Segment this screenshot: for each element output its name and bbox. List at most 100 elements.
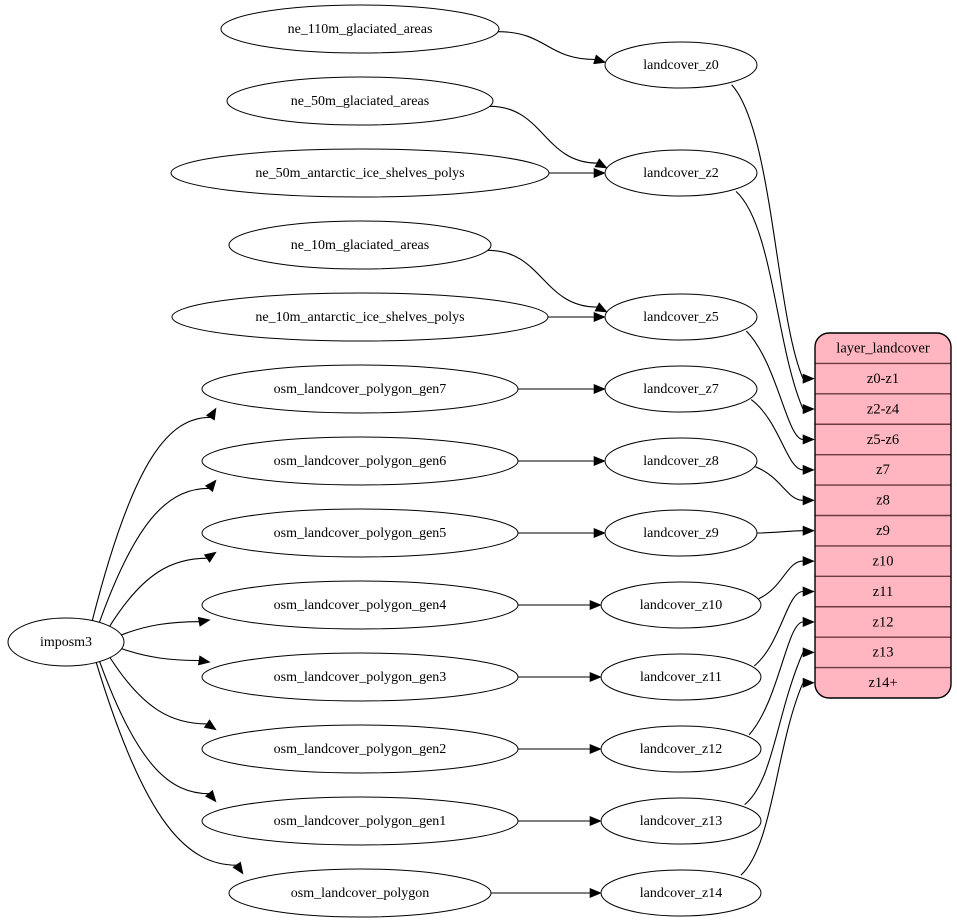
table-row-z7[interactable] <box>815 455 951 485</box>
edge-landcover_z13-to-layer_landcover_z13 <box>744 652 804 806</box>
arrow-head <box>589 599 602 611</box>
landcover-ellipse <box>604 365 758 413</box>
edge-imposm3-to-osm_landcover_polygon_gen5 <box>108 557 208 628</box>
input-ellipse <box>226 76 494 126</box>
arrow-head <box>593 455 606 467</box>
node-ne_10m_antarctic_ice_shelves_polys[interactable]: ne_10m_antarctic_ice_shelves_polys <box>171 292 549 342</box>
input-ellipse <box>201 436 519 486</box>
arrow-head <box>593 527 606 539</box>
edge-imposm3-to-osm_landcover_polygon <box>95 661 238 866</box>
landcover-ellipse <box>600 725 762 773</box>
node-ne_110m_glaciated_areas[interactable]: ne_110m_glaciated_areas <box>220 4 500 54</box>
node-osm_landcover_polygon_gen4[interactable]: osm_landcover_polygon_gen4 <box>201 580 519 630</box>
edge-landcover_z0-to-layer_landcover_z0-z1 <box>731 84 804 379</box>
node-landcover_z12[interactable]: landcover_z12 <box>600 725 762 773</box>
node-landcover_z14[interactable]: landcover_z14 <box>600 869 762 917</box>
source-ellipse <box>7 617 125 667</box>
input-ellipse <box>201 652 519 702</box>
arrow-head <box>802 647 815 658</box>
arrow-head <box>197 655 211 666</box>
arrow-head <box>589 815 602 827</box>
arrow-head <box>802 464 815 475</box>
arrow-head <box>593 167 606 179</box>
arrow-head <box>232 861 244 875</box>
edge-imposm3-to-osm_landcover_polygon_gen2 <box>108 656 208 725</box>
table-row-z11[interactable] <box>815 576 951 606</box>
arrow-head <box>589 671 602 683</box>
landcover-ellipse <box>600 653 762 701</box>
edge-ne_10m_glaciated_areas-to-landcover_z5 <box>487 249 598 308</box>
node-landcover_z2[interactable]: landcover_z2 <box>604 149 758 197</box>
table-row-z13[interactable] <box>815 637 951 667</box>
edge-imposm3-to-osm_landcover_polygon_gen7 <box>91 416 211 622</box>
input-ellipse <box>201 796 519 846</box>
input-ellipse <box>171 292 549 342</box>
table-row-z12[interactable] <box>815 607 951 637</box>
node-landcover_z11[interactable]: landcover_z11 <box>600 653 762 701</box>
arrow-head <box>203 719 217 731</box>
node-ne_50m_antarctic_ice_shelves_polys[interactable]: ne_50m_antarctic_ice_shelves_polys <box>170 148 550 198</box>
node-landcover_z9[interactable]: landcover_z9 <box>604 509 758 557</box>
edge-landcover_z11-to-layer_landcover_z11 <box>753 590 804 667</box>
edge-ne_110m_glaciated_areas-to-landcover_z0 <box>498 31 596 61</box>
edge-landcover_z2-to-layer_landcover_z2-z4 <box>735 190 804 410</box>
input-ellipse <box>228 220 492 270</box>
node-landcover_z10[interactable]: landcover_z10 <box>600 581 762 629</box>
node-landcover_z13[interactable]: landcover_z13 <box>600 797 762 845</box>
table-row-z0-z1[interactable] <box>815 363 951 393</box>
arrow-head <box>593 383 606 395</box>
arrow-head <box>802 434 815 445</box>
arrow-head <box>593 311 606 323</box>
node-landcover_z7[interactable]: landcover_z7 <box>604 365 758 413</box>
input-ellipse <box>170 148 550 198</box>
arrow-head <box>802 556 815 567</box>
arrow-head <box>594 302 608 313</box>
landcover-ellipse <box>604 41 758 89</box>
node-osm_landcover_polygon_gen3[interactable]: osm_landcover_polygon_gen3 <box>201 652 519 702</box>
arrow-head <box>802 373 815 384</box>
table-row-z10[interactable] <box>815 546 951 576</box>
node-osm_landcover_polygon_gen7[interactable]: osm_landcover_polygon_gen7 <box>201 364 519 414</box>
node-landcover_z5[interactable]: landcover_z5 <box>604 293 758 341</box>
edge-landcover_z9-to-layer_landcover_z9 <box>756 530 804 534</box>
landcover-ellipse <box>604 437 758 485</box>
input-ellipse <box>228 868 492 918</box>
input-ellipse <box>201 508 519 558</box>
arrow-head <box>589 887 602 899</box>
node-osm_landcover_polygon_gen5[interactable]: osm_landcover_polygon_gen5 <box>201 508 519 558</box>
node-osm_landcover_polygon_gen6[interactable]: osm_landcover_polygon_gen6 <box>201 436 519 486</box>
input-ellipse <box>201 364 519 414</box>
node-landcover_z0[interactable]: landcover_z0 <box>604 41 758 89</box>
edge-landcover_z7-to-layer_landcover_z7 <box>750 399 804 471</box>
arrow-head <box>593 54 607 65</box>
layer-landcover-table: layer_landcoverz0-z1z2-z4z5-z6z7z8z9z10z… <box>814 332 952 699</box>
input-ellipse <box>220 4 500 54</box>
arrow-head <box>802 586 815 597</box>
node-imposm3[interactable]: imposm3 <box>7 617 125 667</box>
edge-landcover_z8-to-layer_landcover_z8 <box>755 466 804 501</box>
node-osm_landcover_polygon[interactable]: osm_landcover_polygon <box>228 868 492 918</box>
edges-layer <box>91 31 815 899</box>
table-row-z5-z6[interactable] <box>815 424 951 454</box>
table-row-z14+[interactable] <box>815 668 951 698</box>
landcover-ellipse <box>604 509 758 557</box>
edge-imposm3-to-osm_landcover_polygon_gen6 <box>98 487 210 624</box>
table-outline <box>814 332 952 699</box>
table-row-z2-z4[interactable] <box>815 394 951 424</box>
node-ne_10m_glaciated_areas[interactable]: ne_10m_glaciated_areas <box>228 220 492 270</box>
table-row-z8[interactable] <box>815 485 951 515</box>
edge-imposm3-to-osm_landcover_polygon_gen4 <box>118 621 200 637</box>
landcover-ellipse <box>600 869 762 917</box>
arrow-head <box>802 616 815 628</box>
node-ne_50m_glaciated_areas[interactable]: ne_50m_glaciated_areas <box>226 76 494 126</box>
table-row-z9[interactable] <box>815 516 951 546</box>
arrow-head <box>204 479 217 493</box>
node-osm_landcover_polygon_gen1[interactable]: osm_landcover_polygon_gen1 <box>201 796 519 846</box>
node-landcover_z8[interactable]: landcover_z8 <box>604 437 758 485</box>
node-osm_landcover_polygon_gen2[interactable]: osm_landcover_polygon_gen2 <box>201 724 519 774</box>
landcover-ellipse <box>604 293 758 341</box>
input-ellipse <box>201 724 519 774</box>
arrow-head <box>802 525 815 536</box>
